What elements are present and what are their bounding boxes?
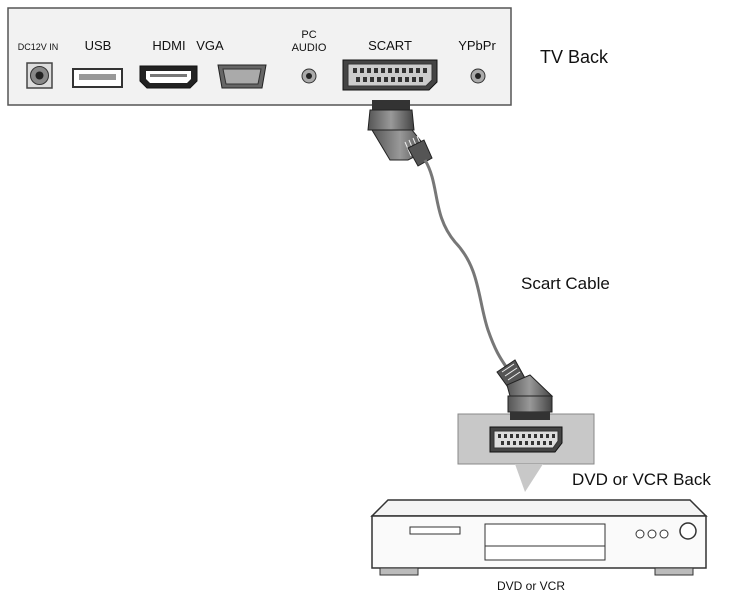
usb-port-label: USB	[84, 38, 112, 53]
vga-port-icon	[217, 64, 267, 89]
pc-audio-label-line1: PC	[301, 29, 317, 41]
tv-back-panel	[7, 7, 512, 106]
pc-audio-jack-icon	[301, 68, 317, 84]
hdmi-port-label: HDMI	[152, 38, 186, 53]
scart-cable	[423, 159, 509, 369]
dc-jack-icon	[26, 62, 53, 89]
scart-port-label: SCART	[368, 38, 412, 53]
vga-port-label: VGA	[196, 38, 224, 53]
tv-scart-port-icon	[342, 59, 438, 91]
lower-scart-plug-icon	[496, 359, 554, 420]
upper-scart-plug-icon	[367, 100, 433, 167]
pc-audio-port-label: PC AUDIO	[283, 29, 335, 55]
dc-port-label: DC12V IN	[17, 42, 59, 52]
ypbpr-port-label: YPbPr	[458, 38, 496, 53]
scart-cable-label: Scart Cable	[521, 274, 610, 293]
dvd-vcr-device-icon	[370, 499, 708, 576]
hdmi-port-icon	[139, 65, 198, 89]
device-label: DVD or VCR	[497, 579, 566, 593]
ypbpr-jack-icon	[470, 68, 486, 84]
device-back-label: DVD or VCR Back	[572, 470, 711, 489]
pc-audio-label-line2: AUDIO	[291, 42, 327, 54]
usb-port-icon	[72, 68, 123, 88]
tv-back-label: TV Back	[540, 47, 609, 67]
device-scart-port-icon	[489, 426, 563, 453]
